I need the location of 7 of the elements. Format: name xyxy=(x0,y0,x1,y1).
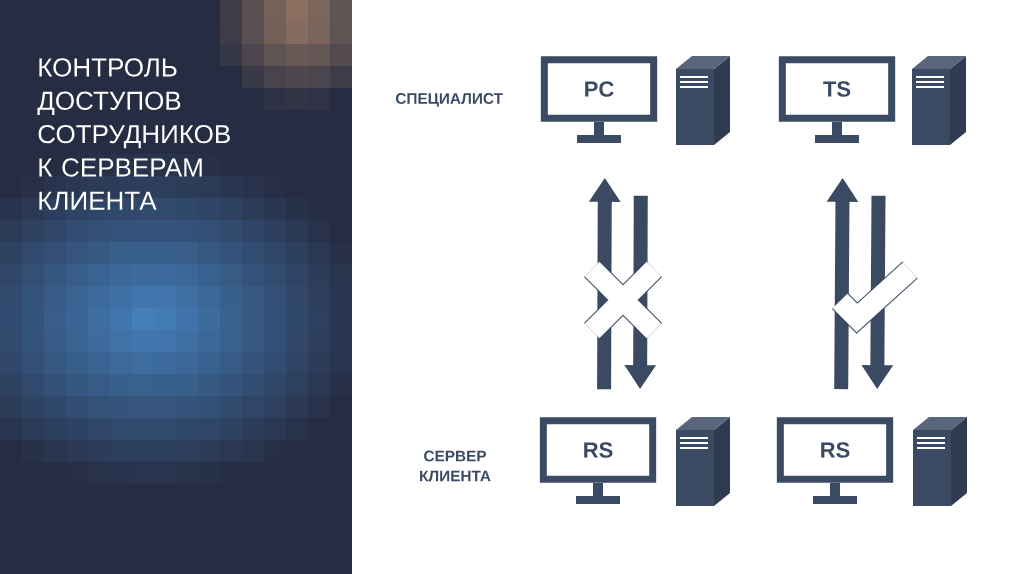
monitor-screen: PC xyxy=(540,56,658,122)
side-label: СПЕЦИАЛИСТ xyxy=(395,93,503,107)
monitor-screen: RS xyxy=(539,417,657,483)
side-label: СЕРВЕР КЛИЕНТА xyxy=(420,450,491,482)
monitor-screen: RS xyxy=(776,417,894,483)
monitor-screen: TS xyxy=(778,56,896,122)
title: КОНТРОЛЬ ДОСТУПОВ СОТРУДНИКОВ К СЕРВЕРАМ КЛИЕНТА xyxy=(37,58,230,210)
